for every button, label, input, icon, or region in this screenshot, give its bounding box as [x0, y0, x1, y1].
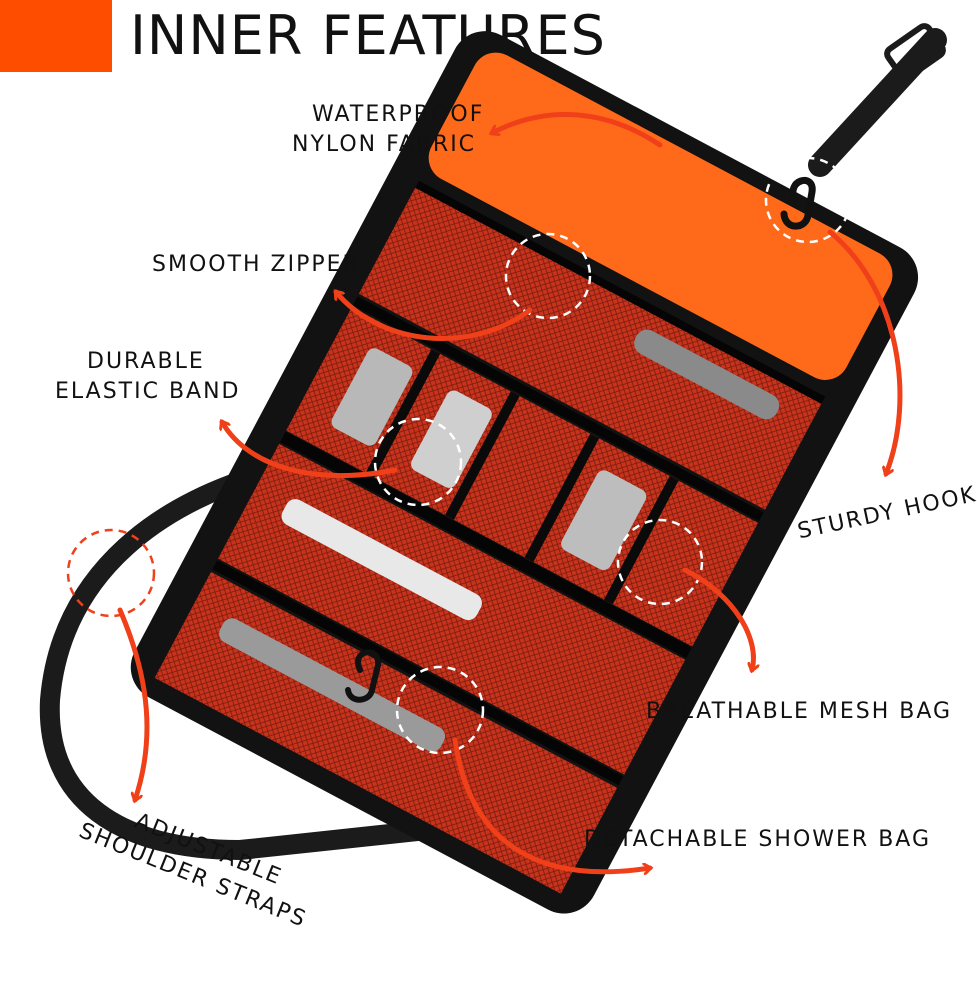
highlight-buckle: [66, 528, 156, 618]
arrow-straps: [117, 607, 150, 800]
mesh-panel-2: [286, 306, 759, 647]
brush-item: [219, 618, 446, 752]
bottle-item-1: [331, 348, 413, 446]
label-zipper: SMOOTH ZIPPER: [152, 252, 360, 277]
label-elastic: DURABLE ELASTIC BAND: [55, 347, 241, 407]
accent-block: [0, 0, 112, 72]
label-waterproof: WATERPROOF NYLON FABRIC: [292, 100, 485, 160]
label-mesh: BREATHABLE MESH BAG: [646, 699, 953, 724]
razor-item: [634, 329, 780, 420]
strap-buckle-top-icon: [884, 23, 946, 81]
label-elastic-line1: DURABLE: [87, 349, 205, 374]
shoulder-strap: [39, 468, 530, 861]
label-elastic-line2: ELASTIC BAND: [55, 379, 241, 404]
arrow-shower: [452, 737, 650, 872]
arrow-mesh: [682, 567, 753, 670]
highlight-shower: [395, 665, 485, 755]
elastic-bands: [365, 349, 679, 605]
bag-body: [130, 31, 919, 914]
toothbrush-item: [281, 499, 482, 621]
arrow-hook: [827, 229, 903, 474]
highlight-hook: [764, 156, 852, 244]
orange-lid: [428, 52, 893, 380]
arrow-waterproof: [492, 112, 663, 148]
highlight-elastic: [373, 417, 463, 507]
s-hook-icon: [780, 177, 816, 230]
arrow-zipper: [333, 292, 533, 341]
bottle-item-3: [561, 470, 647, 571]
mesh-panel-1: [358, 187, 822, 510]
arrow-elastic: [222, 422, 398, 479]
s-hook-lower-icon: [345, 649, 381, 703]
highlight-zipper: [504, 232, 592, 320]
hanging-strap: [808, 28, 947, 177]
highlight-mesh: [616, 518, 704, 606]
label-waterproof-line2: NYLON FABRIC: [292, 132, 477, 157]
bottle-item-2: [411, 390, 492, 488]
label-waterproof-line1: WATERPROOF: [312, 102, 485, 127]
label-shower: DETACHABLE SHOWER BAG: [584, 827, 931, 852]
